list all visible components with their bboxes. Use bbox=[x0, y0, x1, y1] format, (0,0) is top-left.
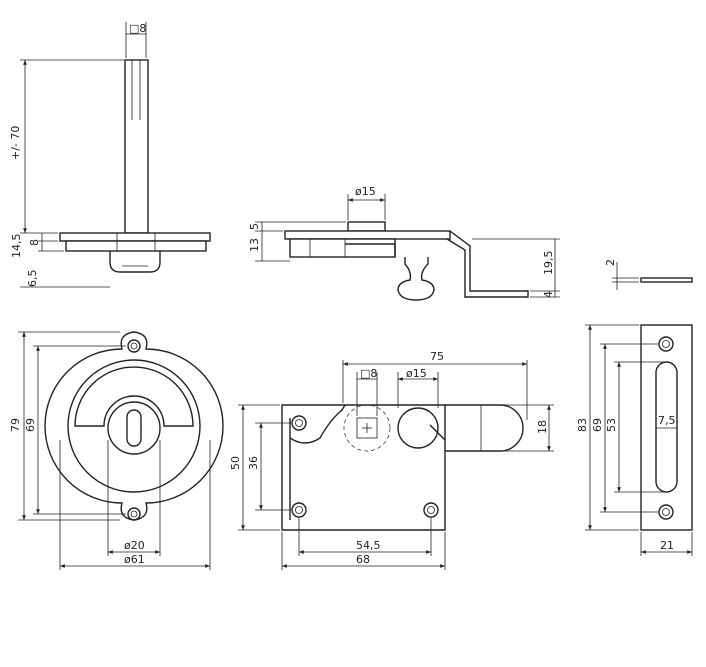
mid-dim-5: 5 bbox=[248, 223, 261, 230]
front-dim-79: 79 bbox=[9, 418, 22, 432]
keeper-dim-83: 83 bbox=[576, 418, 589, 432]
front-dim-d61: ø61 bbox=[124, 553, 145, 566]
latch-dim-54-5: 54,5 bbox=[356, 539, 381, 552]
latch-dim-68: 68 bbox=[356, 553, 370, 566]
latch-dim-75: 75 bbox=[430, 350, 444, 363]
front-dim-d20: ø20 bbox=[124, 539, 145, 552]
front-dim-69: 69 bbox=[24, 418, 37, 432]
keeper-dim-69: 69 bbox=[591, 418, 604, 432]
side-dim-14-5: 14,5 bbox=[10, 234, 23, 259]
plate-dim-2: 2 bbox=[604, 259, 617, 266]
front-rose-view: 79 69 ø20 ø61 bbox=[9, 331, 224, 570]
latch-dim-d15: ø15 bbox=[406, 367, 427, 380]
latch-dim-sq8: □8 bbox=[360, 367, 377, 380]
latch-dim-36: 36 bbox=[247, 456, 260, 470]
middle-side-view: ø15 5 13 19,5 4 bbox=[248, 185, 560, 301]
latch-dim-50: 50 bbox=[229, 456, 242, 470]
side-dim-6-5: 6,5 bbox=[26, 270, 39, 288]
keeper-dim-21: 21 bbox=[660, 539, 674, 552]
mid-dim-d15: ø15 bbox=[355, 185, 376, 198]
side-dim-square8: □8 bbox=[129, 22, 146, 35]
latch-dim-18: 18 bbox=[536, 420, 549, 434]
side-view-spindle: □8 +/- 70 8 14,5 6,5 bbox=[9, 22, 211, 288]
mid-dim-13: 13 bbox=[248, 238, 261, 252]
latch-front-view: 75 □8 ø15 18 50 36 54,5 68 bbox=[229, 350, 554, 570]
keeper-dim-7-5: 7,5 bbox=[658, 414, 676, 427]
keeper-dim-53: 53 bbox=[605, 418, 618, 432]
side-dim-8: 8 bbox=[28, 239, 41, 246]
side-dim-70: +/- 70 bbox=[9, 126, 22, 160]
keeper-plate-view: 83 69 53 7,5 21 bbox=[576, 324, 693, 556]
plate-side-view: 2 bbox=[604, 259, 693, 290]
mid-dim-4: 4 bbox=[542, 291, 555, 298]
mid-dim-19-5: 19,5 bbox=[542, 251, 555, 276]
